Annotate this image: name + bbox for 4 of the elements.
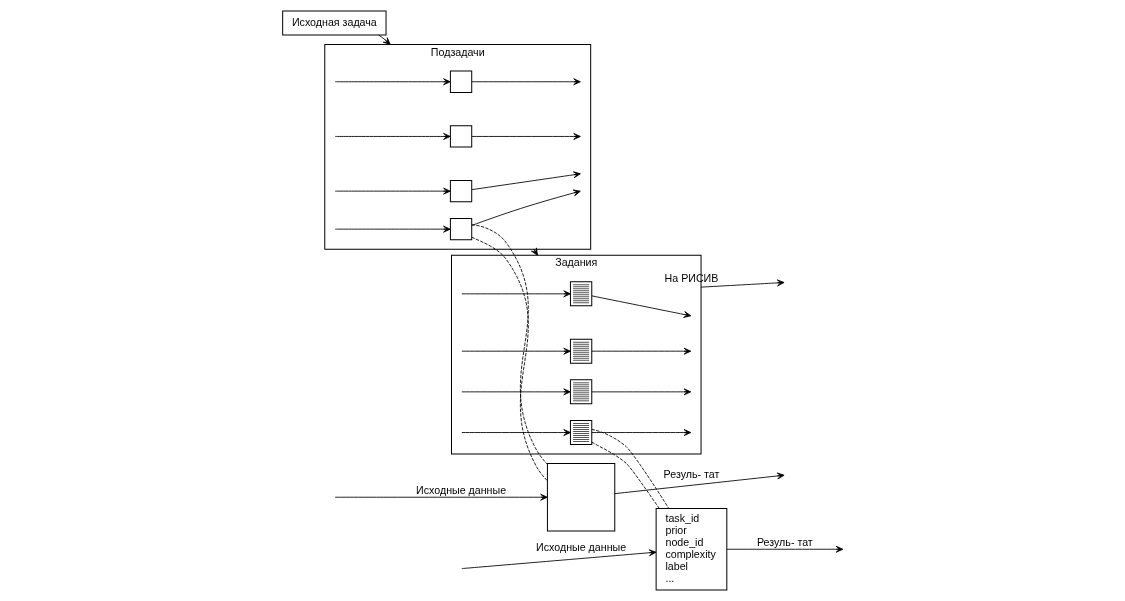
edge-label: Исходные данные (535, 541, 626, 554)
edge-label: Резуль- тат (663, 467, 719, 480)
edge-label: Исходные данные (415, 483, 506, 496)
edge-label: Резуль- тат (756, 535, 813, 548)
